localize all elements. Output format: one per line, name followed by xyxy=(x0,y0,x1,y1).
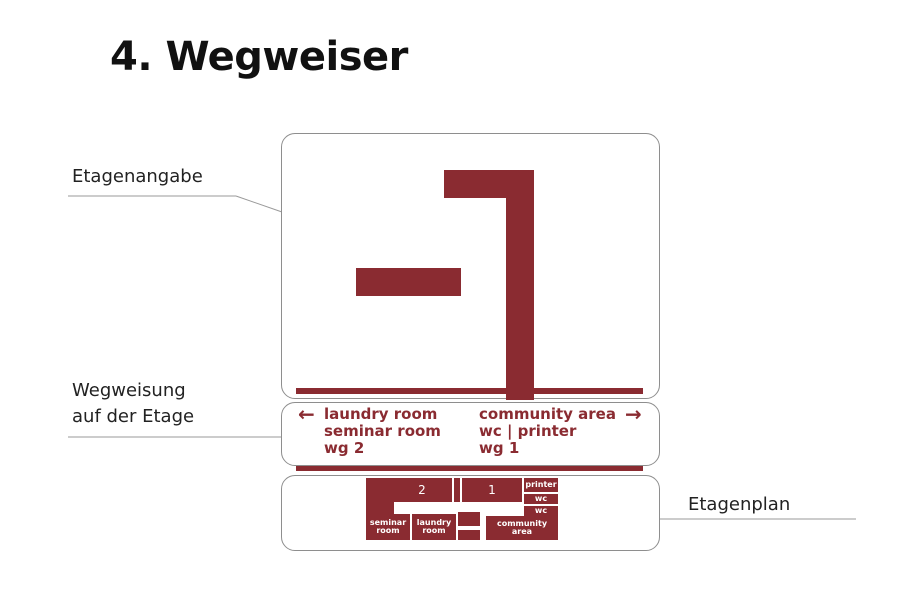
direction-seminar-room: seminar room xyxy=(324,422,441,440)
plan-room-2: 2 xyxy=(392,478,452,502)
plan-seminar-line2: room xyxy=(376,526,400,535)
right-directions: community area wc | printer wg 1 xyxy=(479,406,616,457)
floor-indicator-panel xyxy=(281,133,660,400)
label-wegweisung-line1: Wegweisung xyxy=(72,380,186,401)
plan-stairs xyxy=(458,512,480,526)
left-arrow-icon: ← xyxy=(298,402,315,426)
directions-panel: ← laundry room seminar room wg 2 communi… xyxy=(281,402,660,466)
label-wegweisung: Wegweisung auf der Etage xyxy=(72,378,194,430)
plan-seminar-room: seminar room xyxy=(366,514,410,540)
floor-indicator-bar xyxy=(296,388,643,394)
floor-one-glyph-stem xyxy=(506,170,534,400)
left-directions: laundry room seminar room wg 2 xyxy=(324,406,441,457)
direction-wg2: wg 2 xyxy=(324,439,365,457)
plan-stairs-lower xyxy=(458,530,480,540)
plan-wc-1-label: wc xyxy=(534,494,548,503)
direction-wc-printer: wc | printer xyxy=(479,422,577,440)
plan-community-area: community area xyxy=(486,516,558,540)
label-wegweisung-line2: auf der Etage xyxy=(72,406,195,427)
direction-laundry-room: laundry room xyxy=(324,405,438,423)
floor-minus-glyph xyxy=(356,268,461,296)
plan-wc-2: wc xyxy=(524,506,558,516)
direction-wg1: wg 1 xyxy=(479,439,520,457)
plan-laundry-line2: room xyxy=(422,526,446,535)
plan-laundry-room: laundry room xyxy=(412,514,456,540)
plan-printer-label: printer xyxy=(525,480,557,489)
page-title: 4. Wegweiser xyxy=(110,34,408,80)
right-arrow-icon: → xyxy=(625,402,642,426)
plan-community-line2: area xyxy=(511,527,533,536)
direction-community-area: community area xyxy=(479,405,616,423)
floor-plan-panel: 2 1 printer wc wc seminar room laundry r… xyxy=(281,475,660,551)
plan-wc-1: wc xyxy=(524,494,558,504)
plan-room-2-label: 2 xyxy=(418,483,426,497)
plan-divider xyxy=(454,478,460,502)
plan-laundry-line1: laundry xyxy=(416,518,452,527)
label-etagenangabe: Etagenangabe xyxy=(72,166,203,187)
directions-bar xyxy=(296,466,643,471)
label-etagenplan: Etagenplan xyxy=(688,494,791,515)
leader-etagenangabe-d xyxy=(235,195,283,213)
plan-seminar-line1: seminar xyxy=(369,518,407,527)
plan-wc-2-label: wc xyxy=(534,506,548,515)
plan-printer: printer xyxy=(524,478,558,492)
plan-room-1-label: 1 xyxy=(488,483,496,497)
plan-community-line1: community xyxy=(496,519,548,528)
plan-room-1: 1 xyxy=(462,478,522,502)
